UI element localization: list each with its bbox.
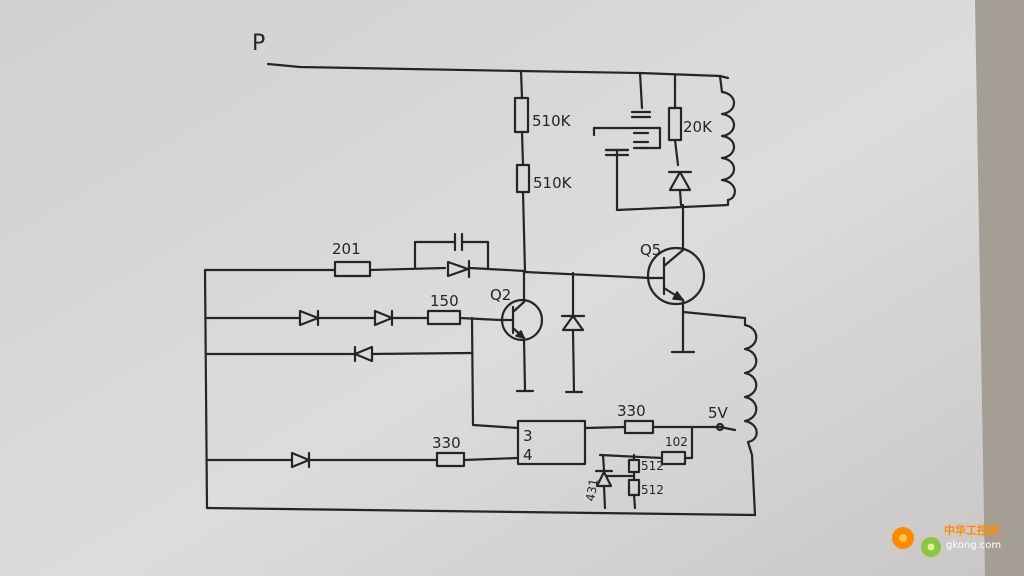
zener-diode (561, 314, 585, 332)
component-labels: P 510K 510K 20K 201 150 Q2 Q5 3 4 330 33… (252, 31, 729, 503)
watermark-name: 中华工控网 (944, 523, 999, 537)
tl431-symbol (595, 470, 613, 488)
watermark-logo: 中华工控网 gkong.com (892, 523, 1001, 557)
resistor-510k-upper (513, 96, 530, 134)
resistor-330-bottom (435, 451, 466, 468)
resistor-150 (426, 309, 462, 326)
label-ic-pin3: 3 (523, 427, 533, 445)
label-r-510k-lower: 510K (533, 174, 573, 192)
label-r-201: 201 (332, 240, 361, 258)
output-terminal-5v (715, 422, 725, 432)
inductors (720, 90, 758, 444)
resistor-102 (660, 450, 687, 466)
resistor-201 (333, 260, 372, 278)
optocoupler-ic (516, 419, 587, 466)
resistor-512-lower (627, 478, 641, 497)
wires (203, 62, 757, 517)
label-r-20k: 20K (683, 118, 713, 136)
label-p: P (252, 31, 265, 56)
label-r-330-top: 330 (617, 402, 646, 420)
diodes (290, 170, 693, 488)
diode-d1 (446, 260, 470, 278)
diode-d5 (290, 451, 311, 469)
label-r-512-upper: 512 (641, 459, 664, 473)
label-ic-pin4: 4 (523, 446, 533, 464)
paper-sheet (0, 0, 985, 576)
transistor-q2 (498, 298, 544, 342)
label-r-150: 150 (430, 292, 459, 310)
label-r-510k-upper: 510K (532, 112, 572, 130)
resistor-512-upper (627, 458, 641, 474)
resistor-510k-lower (515, 163, 531, 194)
label-tl431: 431 (583, 478, 601, 503)
label-r-102: 102 (665, 435, 688, 449)
resistors (333, 96, 687, 497)
label-q5: Q5 (640, 241, 661, 259)
diode-d3 (373, 309, 394, 327)
capacitors (453, 110, 652, 252)
diode-d2 (298, 309, 320, 327)
watermark-url: gkong.com (946, 540, 1001, 551)
diode-d4 (353, 345, 374, 363)
resistor-330-top (623, 419, 655, 435)
diode-d6 (668, 170, 692, 192)
transistor-q5 (646, 246, 706, 306)
transformer-coil-upper (720, 90, 736, 202)
label-r-330-bottom: 330 (432, 434, 461, 452)
label-q2: Q2 (490, 286, 511, 304)
resistor-20k (667, 106, 683, 142)
transformer-coil-lower (743, 323, 758, 444)
label-5v: 5V (708, 404, 729, 422)
label-r-512-lower: 512 (641, 483, 664, 497)
